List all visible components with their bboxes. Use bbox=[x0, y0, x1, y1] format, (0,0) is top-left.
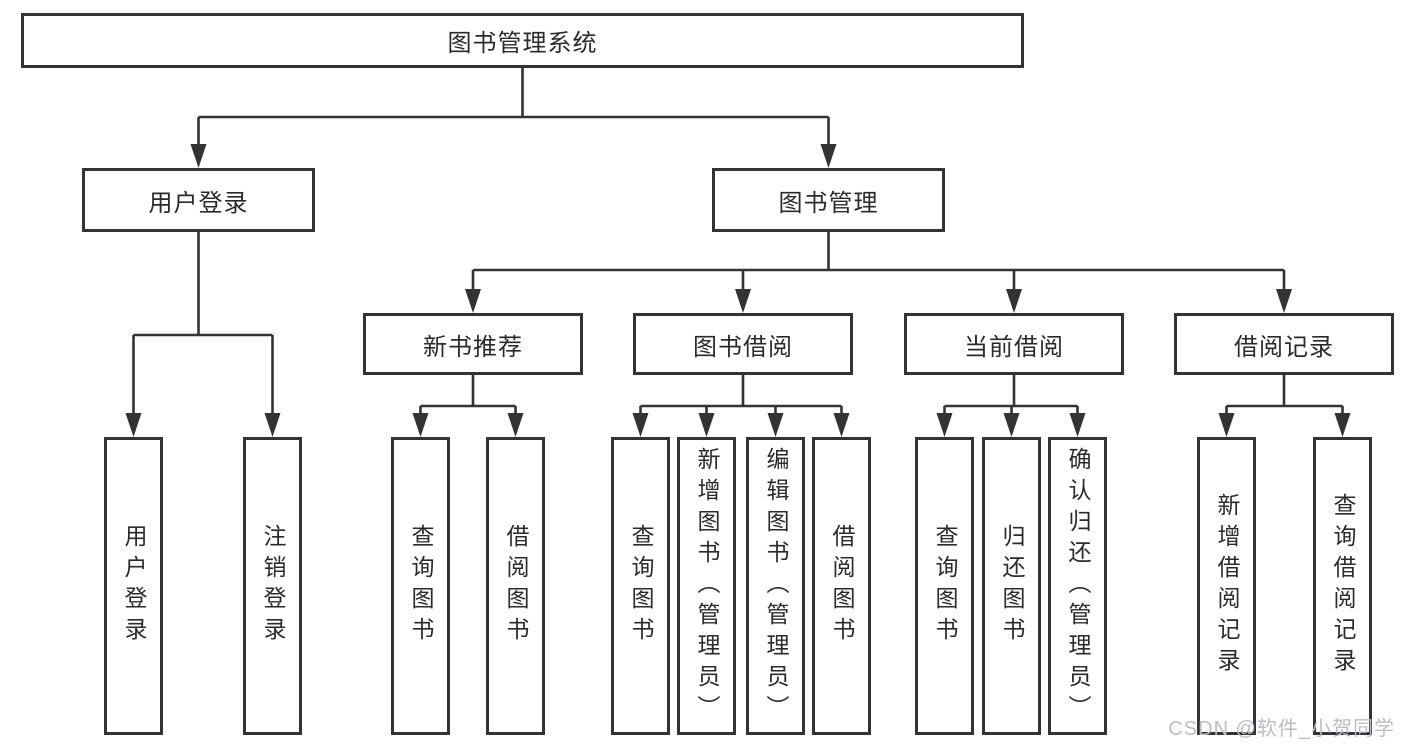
leaf-current-return-books: 归还图书 bbox=[982, 437, 1041, 735]
node-library-management-system: 图书管理系统 bbox=[21, 13, 1024, 68]
leaf-recommend-query-books: 查询图书 bbox=[391, 437, 450, 735]
node-user-login: 用户登录 bbox=[82, 168, 315, 232]
node-label: 新书推荐 bbox=[423, 333, 523, 361]
node-label: 用户登录 bbox=[148, 189, 249, 217]
leaf-borrowing-edit-books-admin: 编辑图书（管理员） bbox=[746, 437, 805, 735]
leaf-label: 查询图书 bbox=[932, 524, 958, 648]
leaf-label: 借阅图书 bbox=[503, 524, 529, 648]
leaf-user-login: 用户登录 bbox=[104, 437, 163, 735]
leaf-label: 编辑图书（管理员） bbox=[763, 446, 789, 726]
leaf-logout: 注销登录 bbox=[243, 437, 302, 735]
leaf-label: 确认归还（管理员） bbox=[1065, 446, 1091, 726]
node-current-borrowing: 当前借阅 bbox=[904, 313, 1124, 375]
leaf-label: 新增图书（管理员） bbox=[694, 446, 720, 726]
leaf-label: 归还图书 bbox=[999, 524, 1025, 648]
leaf-current-query-books: 查询图书 bbox=[915, 437, 974, 735]
node-label: 图书管理 bbox=[778, 189, 879, 217]
node-label: 图书管理系统 bbox=[447, 30, 598, 57]
leaf-borrowing-borrow-books: 借阅图书 bbox=[812, 437, 871, 735]
leaf-borrowing-add-books-admin: 新增图书（管理员） bbox=[677, 437, 736, 735]
node-label: 借阅记录 bbox=[1234, 333, 1334, 361]
node-book-management: 图书管理 bbox=[712, 168, 945, 232]
node-borrowing-records: 借阅记录 bbox=[1174, 313, 1394, 375]
node-label: 当前借阅 bbox=[964, 333, 1064, 361]
node-new-book-recommend: 新书推荐 bbox=[363, 313, 583, 375]
leaf-label: 查询借阅记录 bbox=[1330, 493, 1356, 679]
leaf-label: 注销登录 bbox=[260, 524, 286, 648]
leaf-label: 借阅图书 bbox=[829, 524, 855, 648]
leaf-records-add-record: 新增借阅记录 bbox=[1197, 437, 1256, 735]
leaf-label: 用户登录 bbox=[121, 524, 147, 648]
node-book-borrowing: 图书借阅 bbox=[633, 313, 853, 375]
leaf-recommend-borrow-books: 借阅图书 bbox=[486, 437, 545, 735]
leaf-label: 查询图书 bbox=[628, 524, 654, 648]
leaf-label: 查询图书 bbox=[408, 524, 434, 648]
leaf-borrowing-query-books: 查询图书 bbox=[611, 437, 670, 735]
leaf-label: 新增借阅记录 bbox=[1214, 493, 1240, 679]
node-label: 图书借阅 bbox=[693, 333, 793, 361]
leaf-records-query-record: 查询借阅记录 bbox=[1313, 437, 1372, 735]
leaf-current-confirm-return-admin: 确认归还（管理员） bbox=[1048, 437, 1107, 735]
